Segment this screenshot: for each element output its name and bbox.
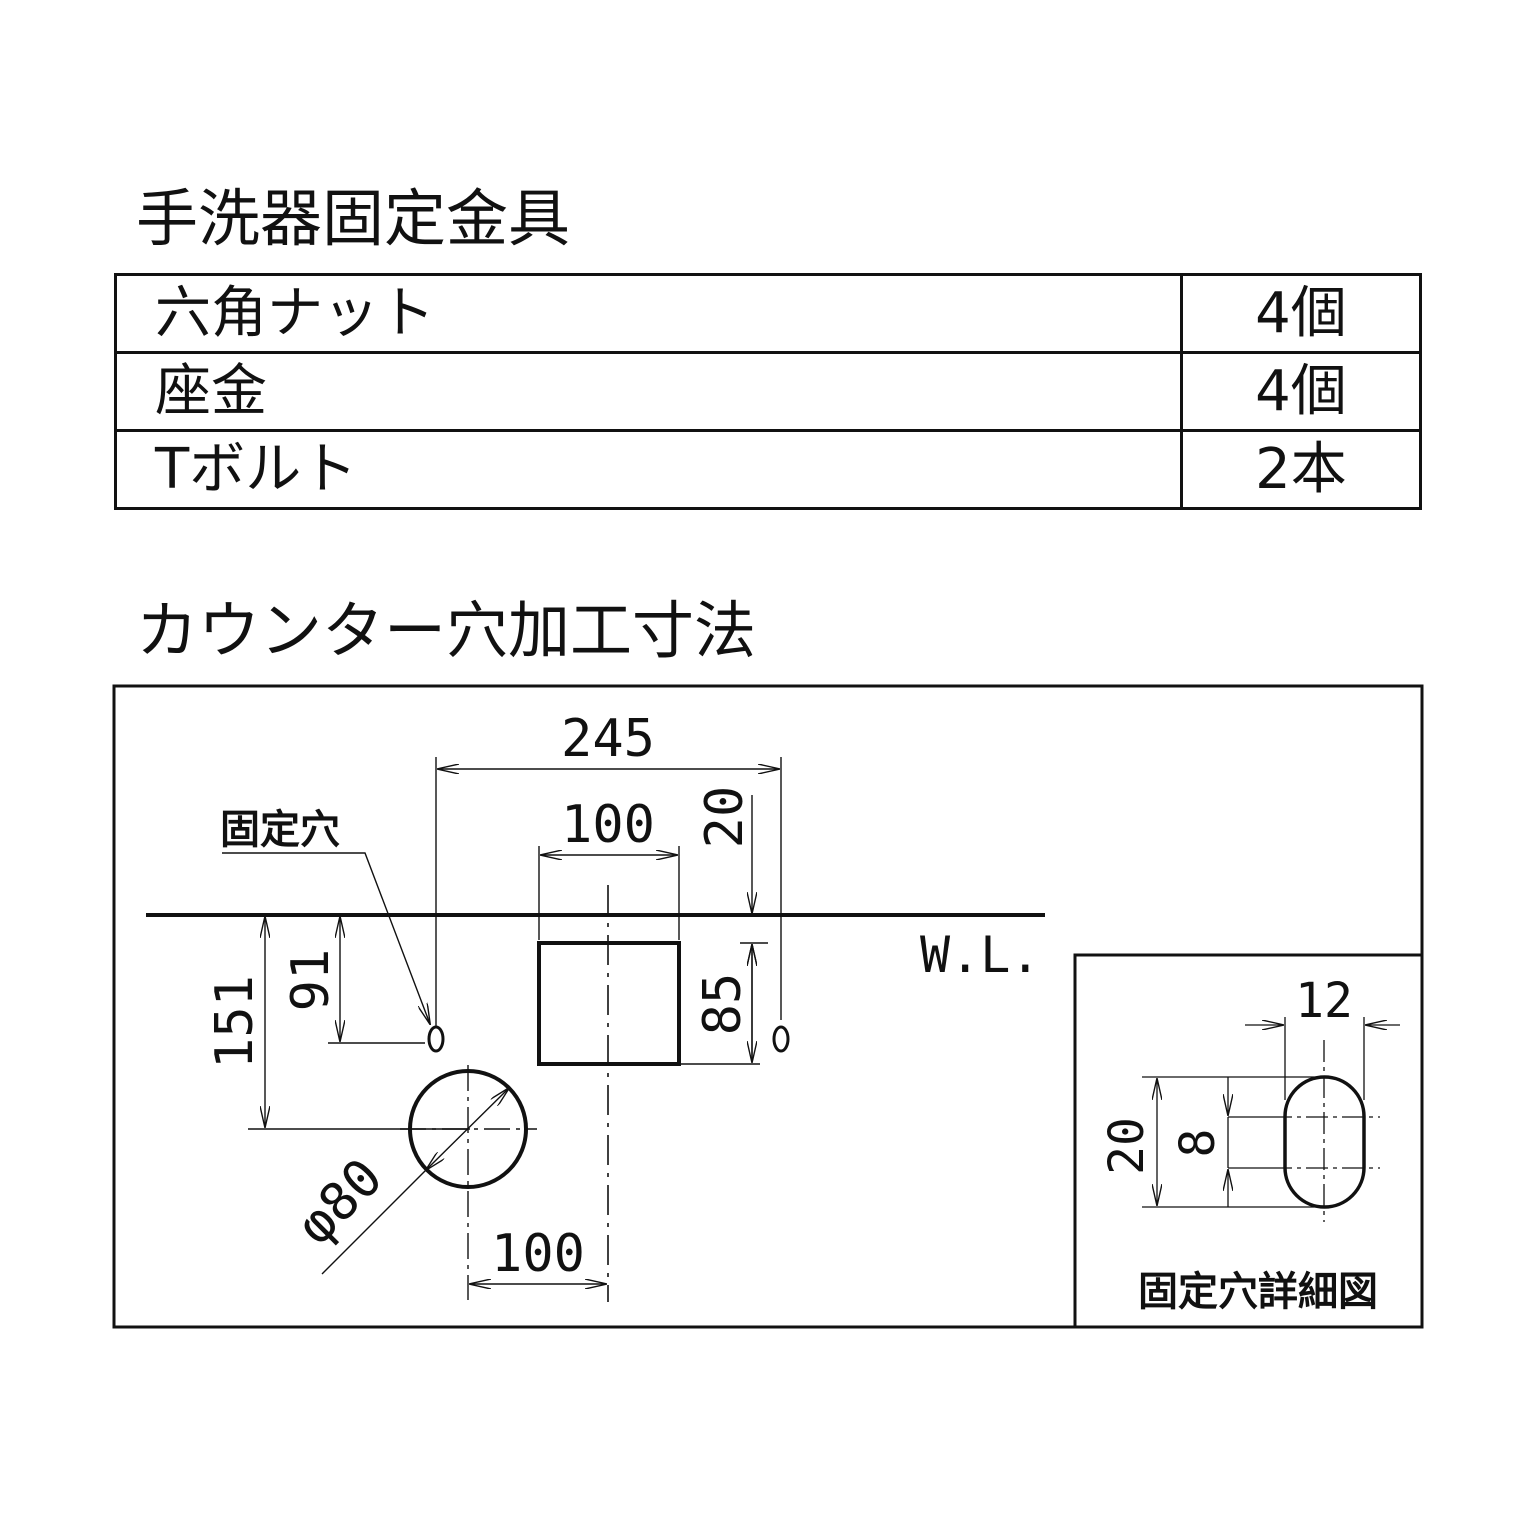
table-row: Tボルト 2本 [114,429,1422,510]
detail-dim-12 [1245,1017,1400,1100]
round-hole-center-lines [400,1065,537,1300]
dim-91-label: 91 [281,949,341,1012]
dim-245-label: 245 [561,709,655,769]
fixing-hole-right [772,1025,790,1053]
wl-label: W.L. [920,926,1040,984]
detail-frame [1073,953,1424,1329]
title-fixing-hardware: 手洗器固定金具 [136,182,571,255]
dim-151-label: 151 [205,975,265,1069]
dim-phi80 [321,1088,509,1275]
rectangular-cutout [537,941,681,1066]
detail-dim-8 [1228,1077,1270,1207]
detail-caption: 固定穴詳細図 [1138,1269,1378,1315]
part-name: Tボルト [114,429,1183,510]
dim-phi80-label: φ80 [286,1148,395,1257]
detail-dim-20-label: 20 [1099,1117,1155,1175]
part-qty: 4個 [1180,351,1422,432]
dim-245 [435,757,782,1028]
dim-100-top-label: 100 [561,795,655,855]
slotted-hole-center-lines [1270,1040,1380,1222]
dim-85-label: 85 [693,973,753,1036]
fix-hole-label: 固定穴 [220,807,340,853]
detail-dim-8-label: 8 [1170,1129,1226,1158]
part-name: 座金 [114,351,1183,432]
dim-100-bottom-label: 100 [491,1224,585,1284]
part-name: 六角ナット [114,273,1183,354]
dim-100-top [538,846,680,940]
dim-85 [681,945,760,1065]
detail-dim-12-label: 12 [1295,973,1353,1029]
dim-91 [328,917,425,1044]
table-row: 六角ナット 4個 [114,273,1422,354]
dim-20-top-label: 20 [695,786,755,849]
fix-hole-leader [222,852,430,1024]
fixing-hole-left [427,1025,445,1053]
parts-table: 六角ナット 4個 座金 4個 Tボルト 2本 [114,273,1422,510]
detail-dim-20 [1142,1076,1318,1208]
part-qty: 2本 [1180,429,1422,510]
table-row: 座金 4個 [114,351,1422,432]
title-counter-hole-dimensions: カウンター穴加工寸法 [136,594,757,667]
part-qty: 4個 [1180,273,1422,354]
